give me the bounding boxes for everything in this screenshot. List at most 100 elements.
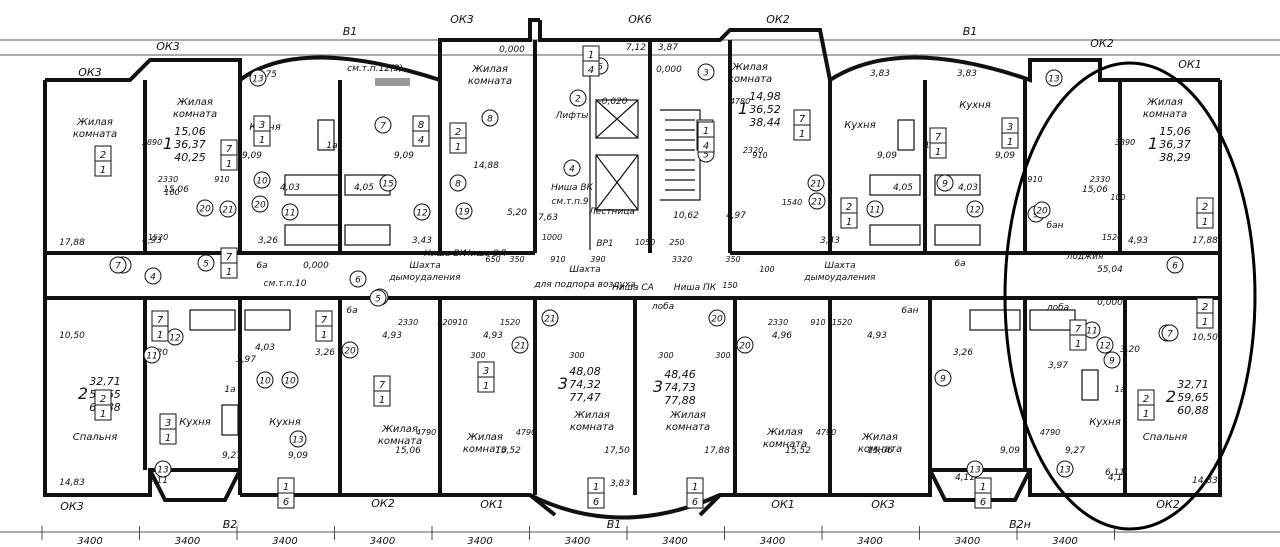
door-label: 1а bbox=[326, 141, 337, 151]
dimension-value: 910 bbox=[214, 175, 229, 184]
room-circle-number: 11 bbox=[869, 206, 880, 216]
area-value: 4,11 bbox=[955, 473, 975, 483]
room-circle bbox=[369, 289, 387, 307]
bottom-dimension-value: 3400 bbox=[955, 536, 980, 547]
room-circle bbox=[449, 174, 467, 192]
room-circle-number: 5 bbox=[375, 295, 381, 305]
area-value: 17,88 bbox=[704, 446, 730, 456]
fraction-bottom: 1 bbox=[1202, 317, 1208, 328]
dimension-value: 100 bbox=[1110, 193, 1125, 202]
room-circle bbox=[109, 256, 127, 274]
dimension-value: 650 bbox=[485, 255, 500, 264]
door-label: 6а bbox=[954, 259, 965, 269]
dimension-value: 150 bbox=[722, 281, 737, 290]
area-value: 10,50 bbox=[59, 331, 85, 341]
dimension-value: 100 bbox=[759, 265, 774, 274]
dimension-value: 320 bbox=[437, 318, 452, 327]
misc-label-l14: ВР1 bbox=[596, 239, 613, 249]
room-label-r13: Жилая bbox=[466, 432, 503, 443]
misc-label-l19: бан bbox=[1047, 221, 1064, 231]
axis-label-bottom: ОК3 bbox=[60, 500, 83, 513]
room-circle-number: 21 bbox=[810, 180, 821, 190]
room-circle-number: 12 bbox=[1099, 342, 1111, 352]
fraction-bottom: 6 bbox=[283, 497, 289, 508]
misc-label-l17: см.т.п.12(3) bbox=[347, 64, 403, 74]
room-circle-number: 13 bbox=[252, 75, 264, 85]
room-circle bbox=[253, 171, 271, 189]
fraction-bottom: 1 bbox=[100, 409, 106, 420]
room-label-r15: комната bbox=[666, 422, 710, 433]
room-circle bbox=[144, 267, 162, 285]
room-circle bbox=[154, 460, 172, 478]
axis-label-top: ОК2 bbox=[766, 13, 789, 26]
room-label-r1: комната bbox=[73, 129, 117, 140]
room-circle bbox=[341, 341, 359, 359]
dimension-value: 3320 bbox=[672, 255, 692, 264]
room-circle-number: 2 bbox=[575, 95, 581, 105]
area-value: 3,26 bbox=[315, 348, 335, 358]
misc-label-l4: Шахта bbox=[409, 261, 440, 271]
door-label: 1а bbox=[1114, 385, 1125, 395]
fraction-top: 2 bbox=[1143, 394, 1149, 405]
dimension-value: 4790 bbox=[516, 428, 536, 437]
fraction-bottom: 1 bbox=[226, 159, 232, 170]
area-value: 17,88 bbox=[59, 238, 85, 248]
room-circle-number: 5 bbox=[703, 151, 709, 161]
room-circle-number: 10 bbox=[256, 177, 268, 187]
room-circle bbox=[219, 200, 237, 218]
fraction-top: 7 bbox=[321, 315, 328, 326]
dimension-value: 300 bbox=[715, 351, 730, 360]
room-circle bbox=[289, 430, 307, 448]
room-circle-number: 9 bbox=[942, 180, 948, 190]
dimension-value: 1520 bbox=[1102, 233, 1122, 242]
fraction-top: 7 bbox=[226, 144, 233, 155]
area-value: 3,43 bbox=[412, 236, 432, 246]
fraction-bottom: 1 bbox=[846, 217, 852, 228]
room-circle-number: 3 bbox=[703, 69, 709, 79]
room-circle-number: 21 bbox=[544, 315, 555, 325]
bottom-dimension-value: 3400 bbox=[272, 536, 297, 547]
misc-label-l10: Шахта bbox=[824, 261, 855, 271]
axis-label-top: ОК3 bbox=[450, 13, 473, 26]
room-circle-number: 20 bbox=[711, 315, 723, 325]
room-circle bbox=[697, 63, 715, 81]
axis-label-bottom: ОК3 bbox=[871, 498, 894, 511]
room-circle-number: 15 bbox=[382, 180, 394, 190]
room-circle bbox=[934, 369, 952, 387]
dimension-value: 910 bbox=[550, 255, 565, 264]
room-circle bbox=[251, 195, 269, 213]
dimension-value: 1520 bbox=[832, 318, 852, 327]
apartment-area: 40,25 bbox=[174, 151, 206, 164]
fraction-top: 2 bbox=[455, 127, 461, 138]
room-circle bbox=[736, 336, 754, 354]
misc-label-l15: см.т.п.9 bbox=[551, 197, 588, 207]
apartment-number: 1 bbox=[738, 99, 748, 118]
room-label-r12: Жилая bbox=[381, 424, 418, 435]
room-circle-number: 7 bbox=[1167, 330, 1173, 340]
room-label-r17: комната bbox=[858, 444, 902, 455]
room-circle-number: 5 bbox=[203, 260, 209, 270]
area-value: 17,88 bbox=[1192, 236, 1218, 246]
dimension-value: 350 bbox=[509, 255, 524, 264]
dimension-value: 300 bbox=[658, 351, 673, 360]
door-labels: 1а1а6а6а6а6ан1а1а bbox=[224, 141, 1125, 395]
area-value: 3,26 bbox=[953, 348, 973, 358]
apartment-area: 48,46 bbox=[664, 368, 696, 381]
apartment-number: 3 bbox=[653, 377, 663, 396]
dimension-value: 3890 bbox=[1115, 138, 1135, 147]
room-circle bbox=[708, 309, 726, 327]
inner-walls bbox=[45, 40, 1220, 495]
area-value: 0,000 bbox=[303, 261, 329, 271]
bottom-dimension-value: 3400 bbox=[175, 536, 200, 547]
dimension-value: 250 bbox=[669, 238, 684, 247]
area-value: 4,05 bbox=[354, 183, 374, 193]
area-value: 4,93 bbox=[382, 331, 402, 341]
fraction-top: 3 bbox=[165, 418, 171, 429]
area-value: 9,09 bbox=[1000, 446, 1020, 456]
door-label: 6а bbox=[346, 306, 357, 316]
room-label-r10: Кухня bbox=[179, 417, 211, 428]
fraction-top: 1 bbox=[980, 482, 986, 493]
room-circle bbox=[455, 202, 473, 220]
